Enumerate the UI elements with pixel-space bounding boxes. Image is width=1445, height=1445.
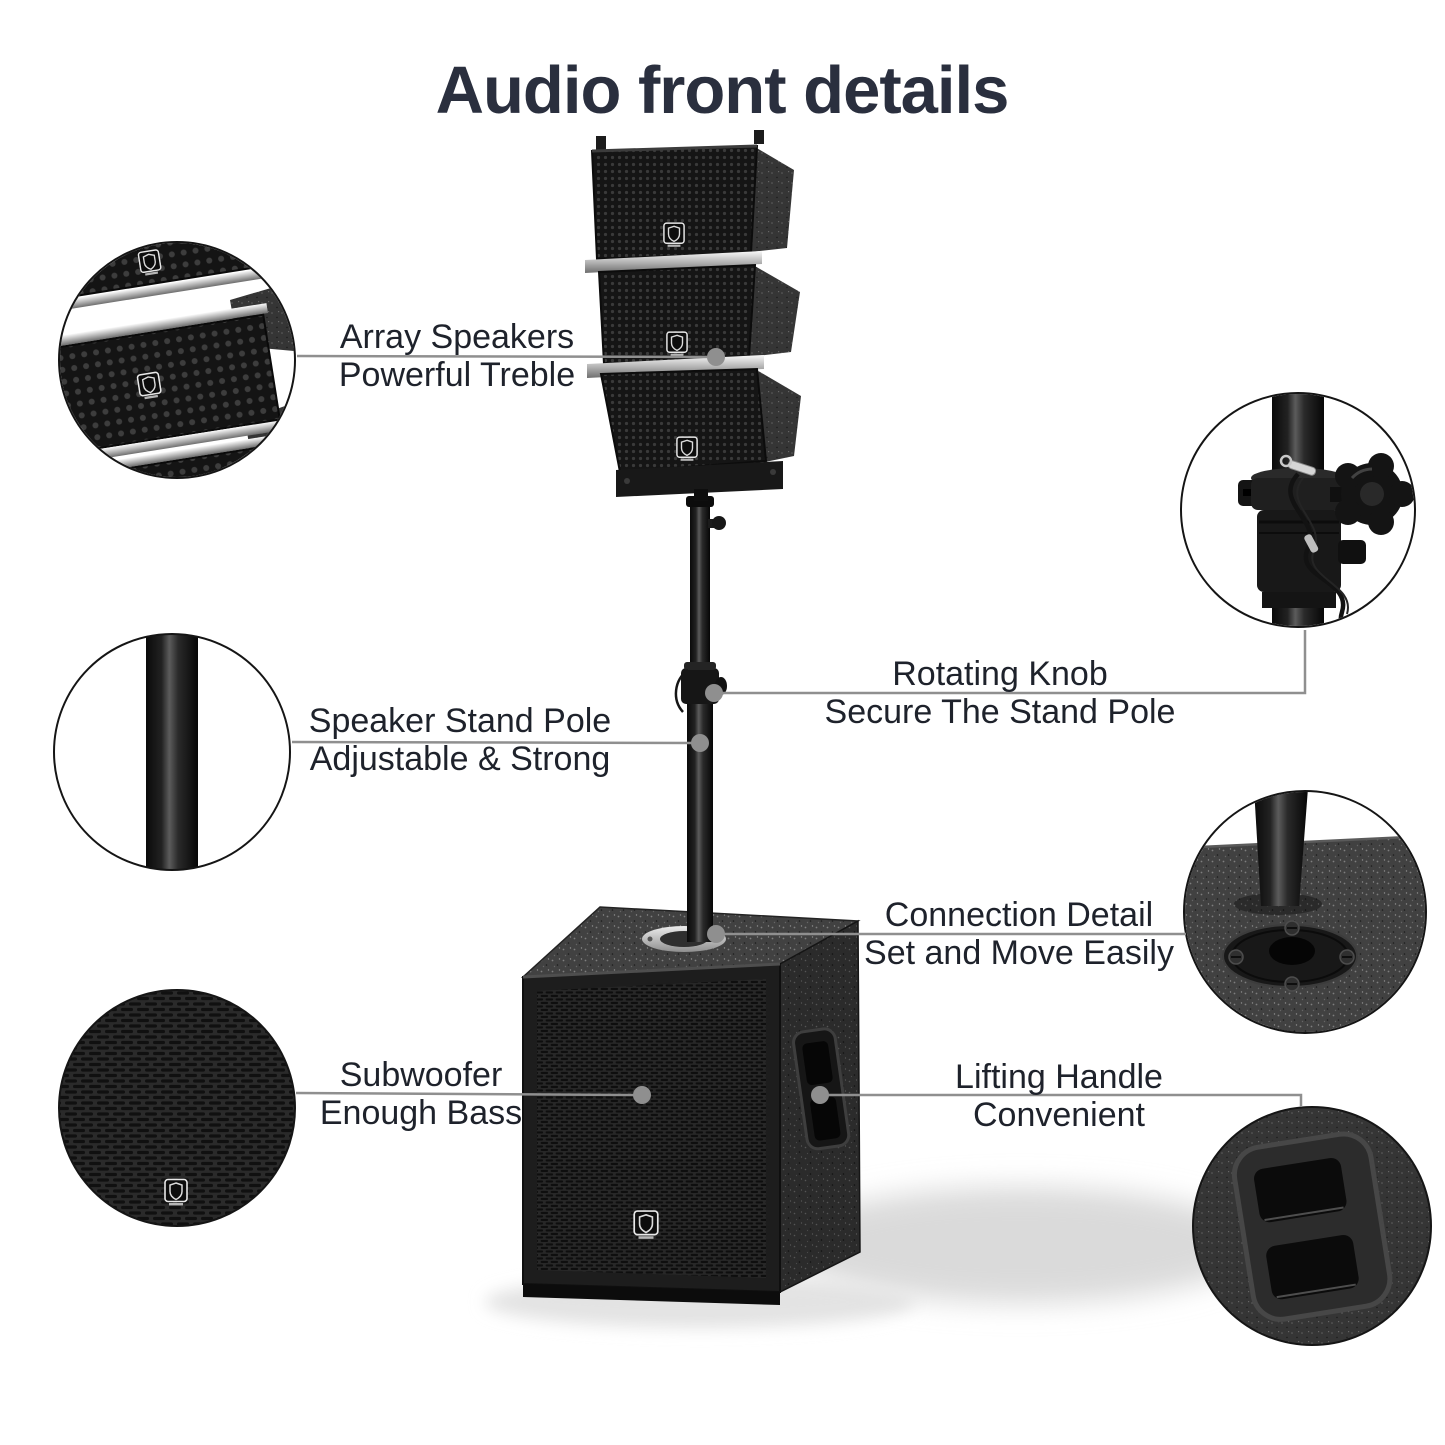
star-knob [1335, 453, 1414, 535]
safety-pin [1287, 460, 1317, 476]
subwoofer-pointer-line [295, 1091, 643, 1097]
array-speakers [585, 130, 801, 501]
pole-pointer-line [291, 740, 701, 745]
pole-detail-circle [53, 633, 291, 871]
array-mount-tray [616, 461, 783, 497]
pointer-dots [633, 348, 829, 1104]
callout-line2: Set and Move Easily [864, 934, 1174, 972]
array-detail-circle [58, 241, 296, 479]
callout-line2: Powerful Treble [338, 356, 576, 394]
callout-lifting-handle: Lifting Handle Convenient [955, 1058, 1163, 1134]
callout-subwoofer: Subwoofer Enough Bass [320, 1056, 522, 1132]
subwoofer-detail-circle [58, 989, 296, 1227]
callout-line2: Adjustable & Strong [309, 740, 611, 778]
pointer-lines [291, 354, 1307, 1107]
connection-detail-circle [1183, 790, 1427, 1034]
lanyard-cord [1288, 472, 1367, 626]
shield-logo-badge [633, 1210, 659, 1240]
callout-array-speakers: Array Speakers Powerful Treble [339, 318, 575, 394]
callout-rotating-knob: Rotating Knob Secure The Stand Pole [825, 655, 1176, 731]
callout-line2: Enough Bass [319, 1094, 523, 1132]
lifting-handle-detail-circle [1192, 1106, 1432, 1346]
subwoofer [520, 906, 861, 1305]
subwoofer-grille [537, 979, 766, 1278]
callout-speaker-stand-pole: Speaker Stand Pole Adjustable & Strong [309, 702, 611, 778]
callout-connection-detail: Connection Detail Set and Move Easily [864, 896, 1174, 972]
page-title: Audio front details [435, 53, 1010, 128]
callout-line1: Connection Detail [884, 896, 1154, 934]
array-pointer-line [296, 354, 717, 359]
callout-line2: Secure The Stand Pole [824, 693, 1176, 731]
callout-line1: Lifting Handle [955, 1058, 1163, 1096]
safety-pin-cord [674, 668, 689, 713]
callout-line2: Convenient [972, 1096, 1146, 1134]
callout-line1: Rotating Knob [892, 655, 1108, 693]
callout-line1: Subwoofer [339, 1056, 503, 1094]
rotating-knob-detail-circle [1180, 392, 1416, 628]
lift-pointer-line [820, 1093, 1303, 1107]
knob-pointer-line [714, 630, 1307, 695]
callout-line1: Array Speakers [339, 318, 575, 356]
stand-pole [674, 496, 727, 942]
callout-line1: Speaker Stand Pole [308, 702, 612, 740]
